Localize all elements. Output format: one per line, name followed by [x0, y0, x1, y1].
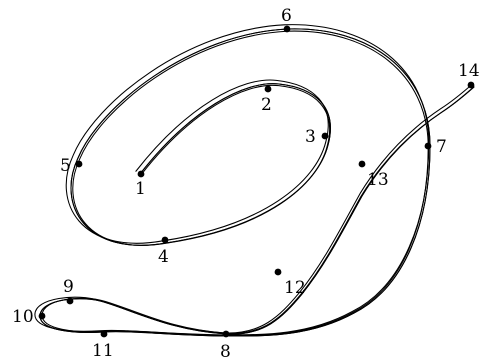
- strand-1: [39, 28, 475, 337]
- label-6: 6: [281, 6, 292, 26]
- point-markers: [38, 25, 475, 338]
- point-2: [264, 85, 272, 93]
- label-8: 8: [220, 342, 231, 362]
- point-10: [38, 312, 46, 320]
- point-14: [467, 81, 475, 89]
- label-3: 3: [305, 127, 316, 147]
- point-6: [283, 25, 291, 33]
- point-5: [75, 160, 83, 168]
- point-8: [222, 330, 230, 338]
- label-11: 11: [92, 341, 114, 361]
- label-14: 14: [458, 61, 480, 81]
- label-10: 10: [12, 307, 34, 327]
- point-1: [137, 170, 145, 178]
- strand-3: [41, 30, 473, 336]
- point-11: [100, 330, 108, 338]
- label-12: 12: [284, 278, 306, 298]
- point-12: [274, 268, 282, 276]
- point-7: [424, 142, 432, 150]
- label-9: 9: [63, 277, 74, 297]
- point-3: [321, 132, 329, 140]
- point-13: [358, 160, 366, 168]
- label-1: 1: [135, 179, 146, 199]
- label-4: 4: [158, 247, 169, 267]
- strand-2: [39, 28, 475, 337]
- label-13: 13: [367, 170, 389, 190]
- label-5: 5: [60, 156, 71, 176]
- strand-4: [34, 24, 474, 336]
- point-labels: 1 2 3 4 5 6 7 8 9 10 11 12 13 14: [12, 6, 480, 362]
- label-7: 7: [436, 137, 447, 157]
- label-2: 2: [261, 95, 272, 115]
- point-4: [161, 236, 169, 244]
- point-9: [66, 297, 74, 305]
- ribbon-strands: [34, 24, 475, 337]
